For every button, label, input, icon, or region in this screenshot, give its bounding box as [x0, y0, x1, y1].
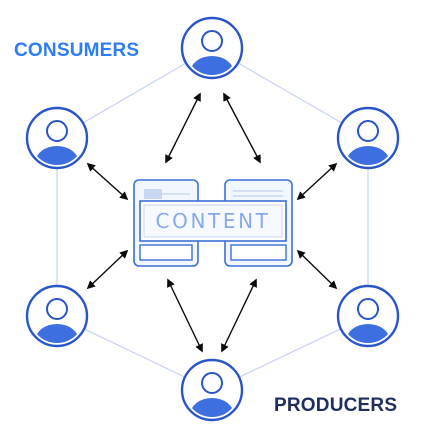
arrows	[86, 92, 338, 353]
person-icon	[25, 106, 89, 170]
person-icon	[336, 106, 400, 170]
content-window: CONTENT	[133, 179, 293, 267]
arrow-upper-right	[296, 162, 338, 201]
content-label: CONTENT	[156, 209, 271, 233]
arrow-lower-right	[296, 249, 338, 290]
person-icon	[180, 16, 244, 80]
producers-label: PRODUCERS	[274, 395, 397, 416]
arrow-top-left	[165, 92, 201, 164]
arrow-bottom-left	[167, 278, 203, 353]
consumers-label: CONSUMERS	[14, 40, 139, 61]
arrow-upper-left	[86, 162, 129, 201]
person-icon	[336, 284, 400, 348]
arrow-lower-left	[86, 249, 129, 290]
person-icon	[25, 284, 89, 348]
person-nodes	[25, 16, 400, 422]
person-icon	[180, 358, 244, 422]
content-banner: CONTENT	[139, 200, 287, 242]
arrow-top-right	[223, 92, 261, 164]
arrow-bottom-right	[221, 278, 257, 353]
